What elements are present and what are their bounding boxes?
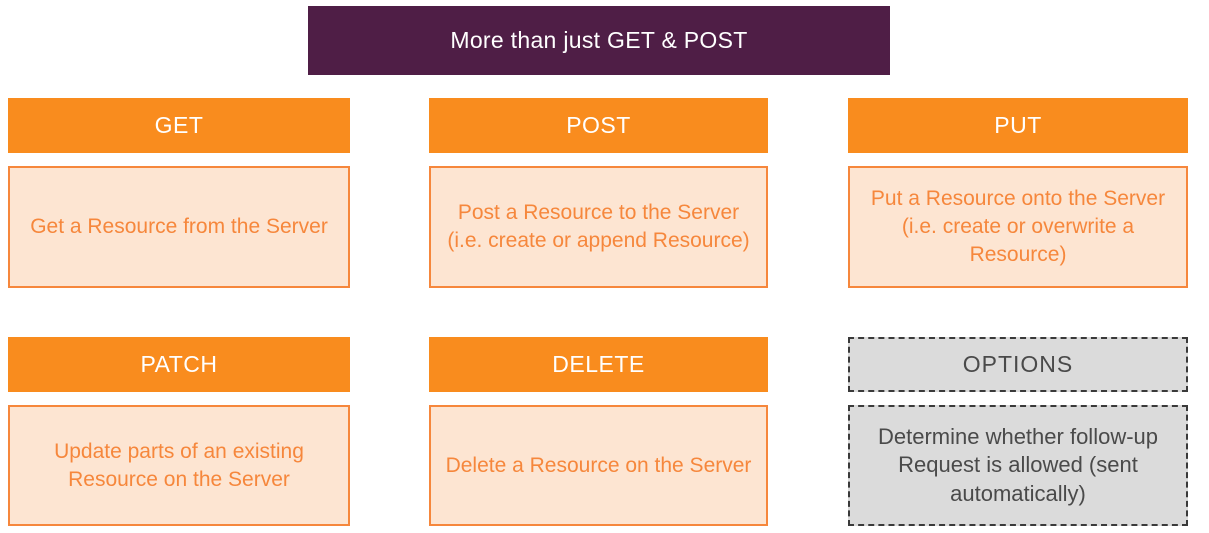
- card-patch-method-header: PATCH: [8, 337, 350, 392]
- card-post-method-label: POST: [566, 112, 631, 138]
- card-get: GET Get a Resource from the Server: [8, 98, 350, 288]
- card-put-description: Put a Resource onto the Server (i.e. cre…: [870, 187, 1166, 266]
- card-put-method-label: PUT: [994, 112, 1042, 138]
- card-patch-description-box: Update parts of an existing Resource on …: [8, 405, 350, 526]
- card-patch-description: Update parts of an existing Resource on …: [54, 439, 304, 491]
- card-options-description-box: Determine whether follow-up Request is a…: [848, 405, 1188, 526]
- card-put-description-box: Put a Resource onto the Server (i.e. cre…: [848, 166, 1188, 288]
- card-options-description: Determine whether follow-up Request is a…: [877, 423, 1159, 506]
- card-delete-method-header: DELETE: [429, 337, 768, 392]
- card-post-description-box: Post a Resource to the Server (i.e. crea…: [429, 166, 768, 288]
- title-banner: More than just GET & POST: [308, 6, 890, 75]
- card-post: POST Post a Resource to the Server (i.e.…: [429, 98, 768, 288]
- card-delete-description-box: Delete a Resource on the Server: [429, 405, 768, 526]
- card-delete-description: Delete a Resource on the Server: [445, 453, 752, 477]
- card-get-method-header: GET: [8, 98, 350, 153]
- card-put-method-header: PUT: [848, 98, 1188, 153]
- card-options-method-header: OPTIONS: [848, 337, 1188, 392]
- card-patch: PATCH Update parts of an existing Resour…: [8, 337, 350, 527]
- card-post-method-header: POST: [429, 98, 768, 153]
- card-put: PUT Put a Resource onto the Server (i.e.…: [848, 98, 1188, 288]
- card-patch-method-label: PATCH: [140, 351, 218, 377]
- card-options: OPTIONS Determine whether follow-up Requ…: [848, 337, 1188, 527]
- title-banner-label: More than just GET & POST: [450, 27, 748, 53]
- card-get-description: Get a Resource from the Server: [30, 215, 328, 239]
- card-get-method-label: GET: [154, 112, 204, 138]
- card-post-description: Post a Resource to the Server (i.e. crea…: [447, 201, 750, 252]
- card-delete: DELETE Delete a Resource on the Server: [429, 337, 768, 527]
- card-delete-method-label: DELETE: [552, 351, 645, 377]
- card-get-description-box: Get a Resource from the Server: [8, 166, 350, 288]
- card-options-method-label: OPTIONS: [962, 351, 1074, 377]
